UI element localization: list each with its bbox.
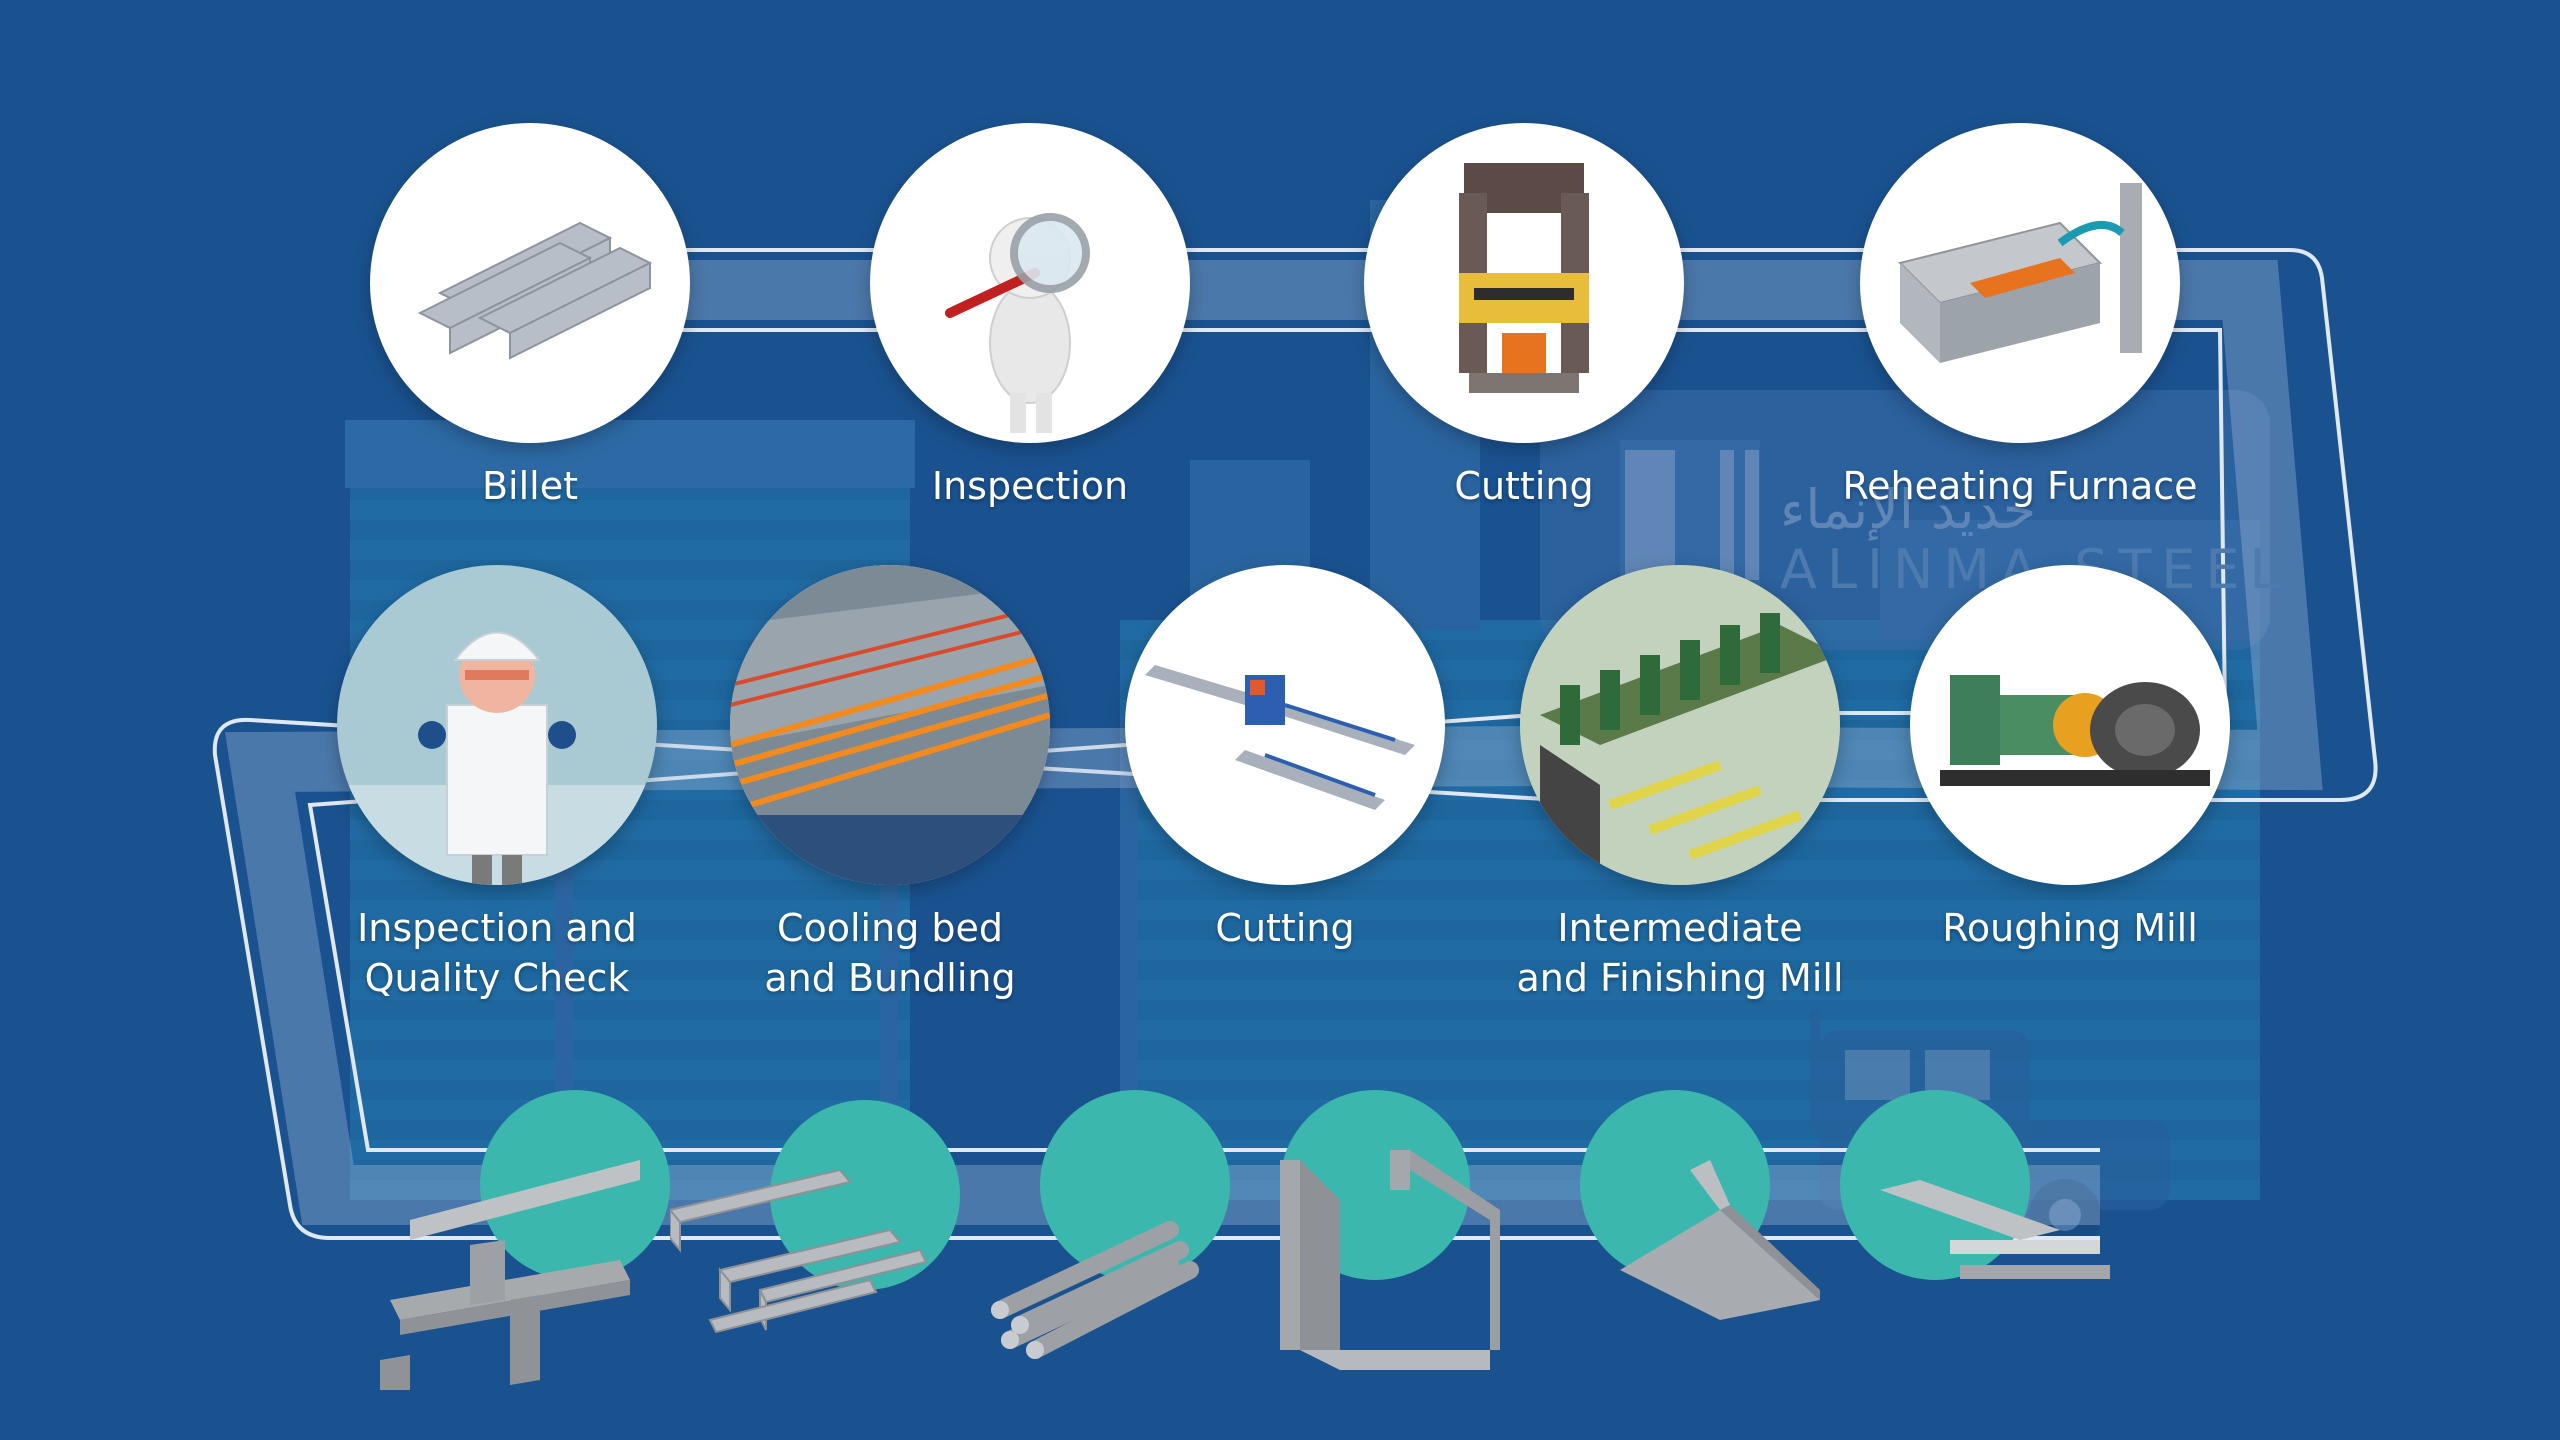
- billet-icon: [417, 221, 653, 360]
- step-label: Cutting: [1454, 464, 1594, 508]
- step-label: Inspection: [931, 464, 1129, 508]
- step-circle: [1364, 123, 1684, 443]
- flat-bar-icon: [1880, 1180, 2110, 1279]
- angle-icon: [1620, 1160, 1820, 1320]
- step-circle: [870, 123, 1190, 443]
- channel-icon: [1280, 1150, 1500, 1370]
- step-label: Intermediate and Finishing Mill: [1420, 903, 1940, 1003]
- square-bars-icon: [670, 1170, 928, 1334]
- inspector-icon: [337, 631, 657, 885]
- step-label-line-2: and Finishing Mill: [1516, 956, 1844, 1000]
- furnace-icon: [1898, 183, 2142, 363]
- step-circle: [1125, 565, 1445, 885]
- press-machine-icon: [1459, 163, 1589, 393]
- step-label-line-1: Cooling bed: [776, 906, 1004, 950]
- step-circle: [370, 123, 690, 443]
- step-label-line-2: Quality Check: [364, 956, 630, 1000]
- step-label-line-1: Intermediate: [1557, 906, 1803, 950]
- step-label: Cutting: [1215, 906, 1355, 950]
- step-label-line-1: Inspection and: [357, 906, 637, 950]
- brand-arabic-text: حديد الإنماء: [1780, 478, 2037, 541]
- roughing-mill-icon: [1940, 675, 2210, 786]
- magnifier-figure-icon: [945, 213, 1090, 433]
- finishing-mill-icon: [1520, 565, 1840, 885]
- step-circle: [337, 565, 657, 885]
- cutting-conveyor-icon: [1145, 665, 1415, 810]
- step-label: Billet: [481, 464, 579, 508]
- step-circle: [1520, 565, 1840, 885]
- step-circle: [1860, 123, 2180, 443]
- step-label: Inspection and Quality Check: [237, 903, 757, 1003]
- i-beam-icon: [380, 1160, 640, 1390]
- round-bars-icon: [991, 1221, 1199, 1359]
- step-circle: [730, 565, 1050, 885]
- step-label: Reheating Furnace: [1842, 464, 2198, 508]
- step-label-line-2: and Bundling: [764, 956, 1016, 1000]
- step-circle: [1910, 565, 2230, 885]
- step-label: Roughing Mill: [1942, 906, 2198, 950]
- step-label: Cooling bed and Bundling: [630, 903, 1150, 1003]
- cooling-bed-icon: [730, 565, 1050, 885]
